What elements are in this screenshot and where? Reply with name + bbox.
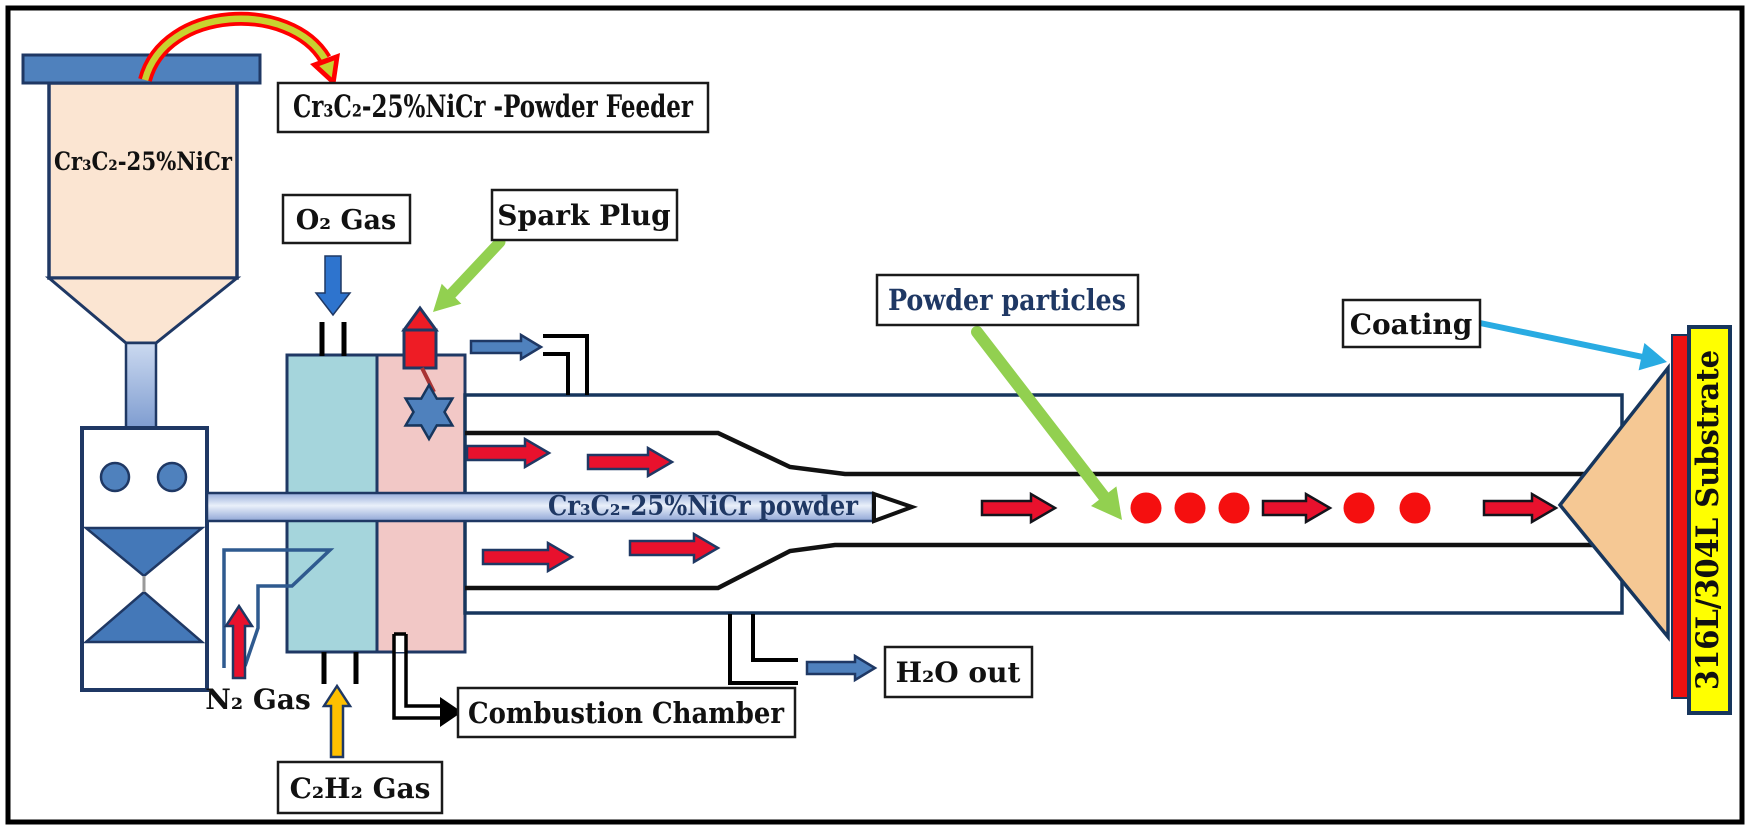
label-coating: Coating [1341,298,1482,349]
feeder-roller-left [99,461,131,493]
powder-particle-dots [1130,492,1431,524]
powder-particles-label: Powder particles [888,283,1126,317]
barrel-arrow [1261,491,1333,525]
hopper-neck-tube [124,341,158,431]
flame-flow-arrows [465,436,721,574]
feeder-valve-upper-cone [82,526,206,578]
label-o2-gas: O₂ Gas [281,193,412,245]
n2-feed-duct [222,548,335,668]
flame-arrow [465,436,552,470]
label-c2h2-gas: C₂H₂ Gas [276,760,444,815]
water-inlet-outer-wall [543,334,589,395]
h2o-out-label: H₂O out [896,656,1021,689]
c2h2-gas-label: C₂H₂ Gas [290,772,431,805]
spark-plug-label: Spark Plug [497,199,670,232]
powder-particles-pointer-arrow [971,326,1122,520]
label-powder-feeder: Cr₃C₂-25%NiCr -Powder Feeder [276,81,710,134]
hopper-body [47,81,239,280]
water-outlet-inner-wall [751,614,798,662]
label-powder-particles: Powder particles [875,273,1140,327]
figure-border [5,5,1745,825]
powder-injector-tube: Cr₃C₂-25%NiCr powder [205,491,918,524]
spark-star-icon [403,382,455,442]
spark-plug-pointer-arrow [433,236,506,312]
barrel-flow-arrows [980,491,1559,525]
hopper-contents-label: Cr₃C₂-25%NiCr [54,147,233,176]
c2h2-inlet-stubs [321,652,359,684]
water-out-arrow [805,653,878,683]
powder-transfer-curved-arrow [138,11,340,87]
combustion-chamber-label: Combustion Chamber [468,696,785,730]
barrel-arrow [1482,491,1559,525]
combustion-chamber-pointer [392,632,462,727]
flame-arrow [586,445,675,479]
combustion-pointer-arrowhead [440,697,462,727]
particle [1174,492,1206,524]
nozzle-top-contour [465,430,1598,477]
coating-layer [1671,334,1690,699]
nozzle-bottom-contour [465,542,1598,591]
flame-arrow [481,540,575,574]
particle [1399,492,1431,524]
particle [1130,492,1162,524]
water-outlet-pipe [728,614,798,685]
o2-gas-label: O₂ Gas [296,205,397,236]
injector-tip [872,491,918,524]
water-in-arrow [469,332,544,362]
n2-gas-label: N₂ Gas [205,683,310,716]
o2-inlet-stubs [319,322,347,356]
particle [1218,492,1250,524]
powder-feeder-unit [80,426,209,692]
coating-pointer-arrow [1477,320,1667,371]
water-outlet-outer-wall [728,614,798,685]
flame-arrow [628,531,721,565]
powder-feeder-label: Cr₃C₂-25%NiCr -Powder Feeder [293,89,693,125]
coating-label: Coating [1350,308,1473,341]
barrel-arrow [980,491,1058,525]
spark-plug [401,305,455,442]
particle [1343,492,1375,524]
hopper-funnel [44,276,242,345]
water-inlet-pipe [543,334,589,395]
label-h2o-out: H₂O out [883,645,1034,699]
n2-flow-arrow [223,603,255,680]
substrate-label: 316L/304L Substrate [1690,350,1726,690]
label-spark-plug: Spark Plug [490,188,679,242]
feeder-valve-lower-cone [82,590,206,644]
spray-cone [1557,362,1670,642]
feeder-roller-right [156,461,188,493]
water-inlet-inner-wall [543,352,570,395]
substrate-bar [1687,325,1732,715]
powder-stream-label: Cr₃C₂-25%NiCr powder [548,491,859,522]
label-combustion-chamber: Combustion Chamber [456,686,797,739]
powder-hopper: Cr₃C₂-25%NiCr [21,53,262,431]
o2-flow-arrow [314,255,352,317]
c2h2-flow-arrow [321,683,353,759]
